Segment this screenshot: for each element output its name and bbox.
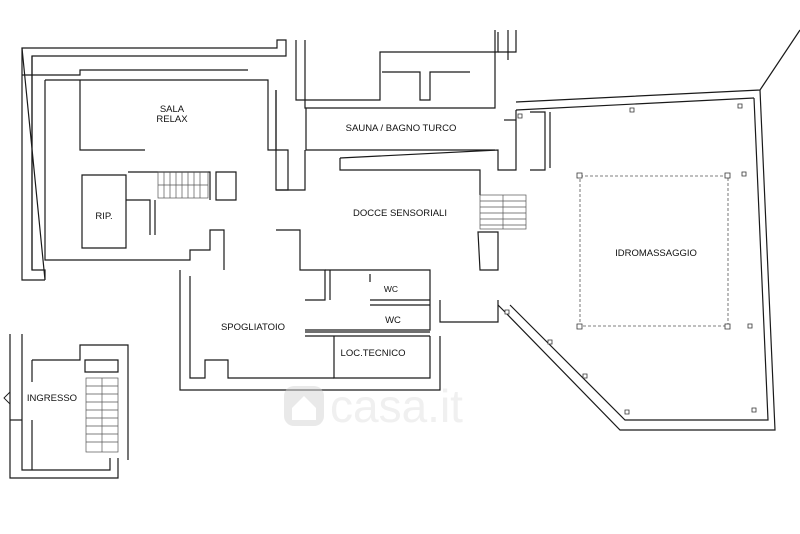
room-label-relax: RELAX <box>156 114 188 125</box>
room-label-rip: RIP. <box>95 211 112 222</box>
wc-block <box>305 269 431 379</box>
watermark-text: casa.it <box>330 380 463 432</box>
house-logo-icon <box>284 386 324 426</box>
room-label-sauna: SAUNA / BAGNO TURCO <box>346 123 457 134</box>
room-label-ingresso: INGRESSO <box>27 393 77 404</box>
room-label-sala: SALA <box>160 104 185 115</box>
watermark: casa.it <box>284 380 463 432</box>
stair-upper <box>157 171 209 199</box>
sauna-walls <box>305 71 551 195</box>
stair-ingresso <box>85 377 119 453</box>
pool-area <box>504 103 757 415</box>
main-outer-wall <box>21 29 800 431</box>
room-label-wc2: WC <box>385 315 401 326</box>
stair-right <box>479 194 527 230</box>
room-label-spogliatoio: SPOGLIATOIO <box>221 322 285 333</box>
ingresso-block <box>3 334 129 479</box>
room-label-idromassaggio: IDROMASSAGGIO <box>615 248 697 259</box>
docce-walls <box>275 150 506 323</box>
room-label-docce: DOCCE SENSORIALI <box>353 208 447 219</box>
room-label-wc1: WC <box>384 284 398 294</box>
rip-block <box>81 171 237 249</box>
room-label-loc-tecnico: LOC.TECNICO <box>341 348 406 359</box>
